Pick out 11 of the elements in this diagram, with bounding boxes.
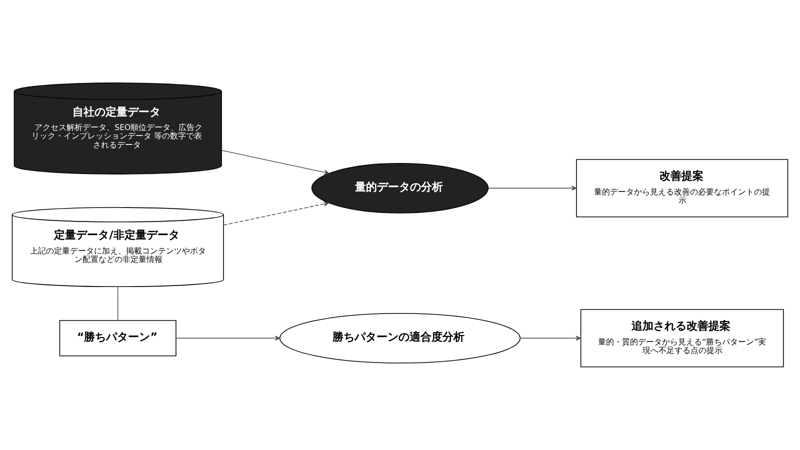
arrow [520,336,582,341]
node-box: “勝ちパターン” [59,320,176,356]
arrow [176,336,280,341]
arrow [223,201,330,226]
node-box: 改善提案 量的データから見える改善の必要なポイントの提示 [576,159,788,218]
arrow [221,150,330,175]
node-box: 追加される改善提案 量的・質的データから見える“勝ちパターン”実現へ不足する点の提示 [580,309,784,368]
arrow [488,186,577,191]
node-ellipse: 量的データの分析 [311,162,489,214]
connector [117,286,118,321]
node-ellipse: 勝ちパターンの適合度分析 [279,312,521,364]
